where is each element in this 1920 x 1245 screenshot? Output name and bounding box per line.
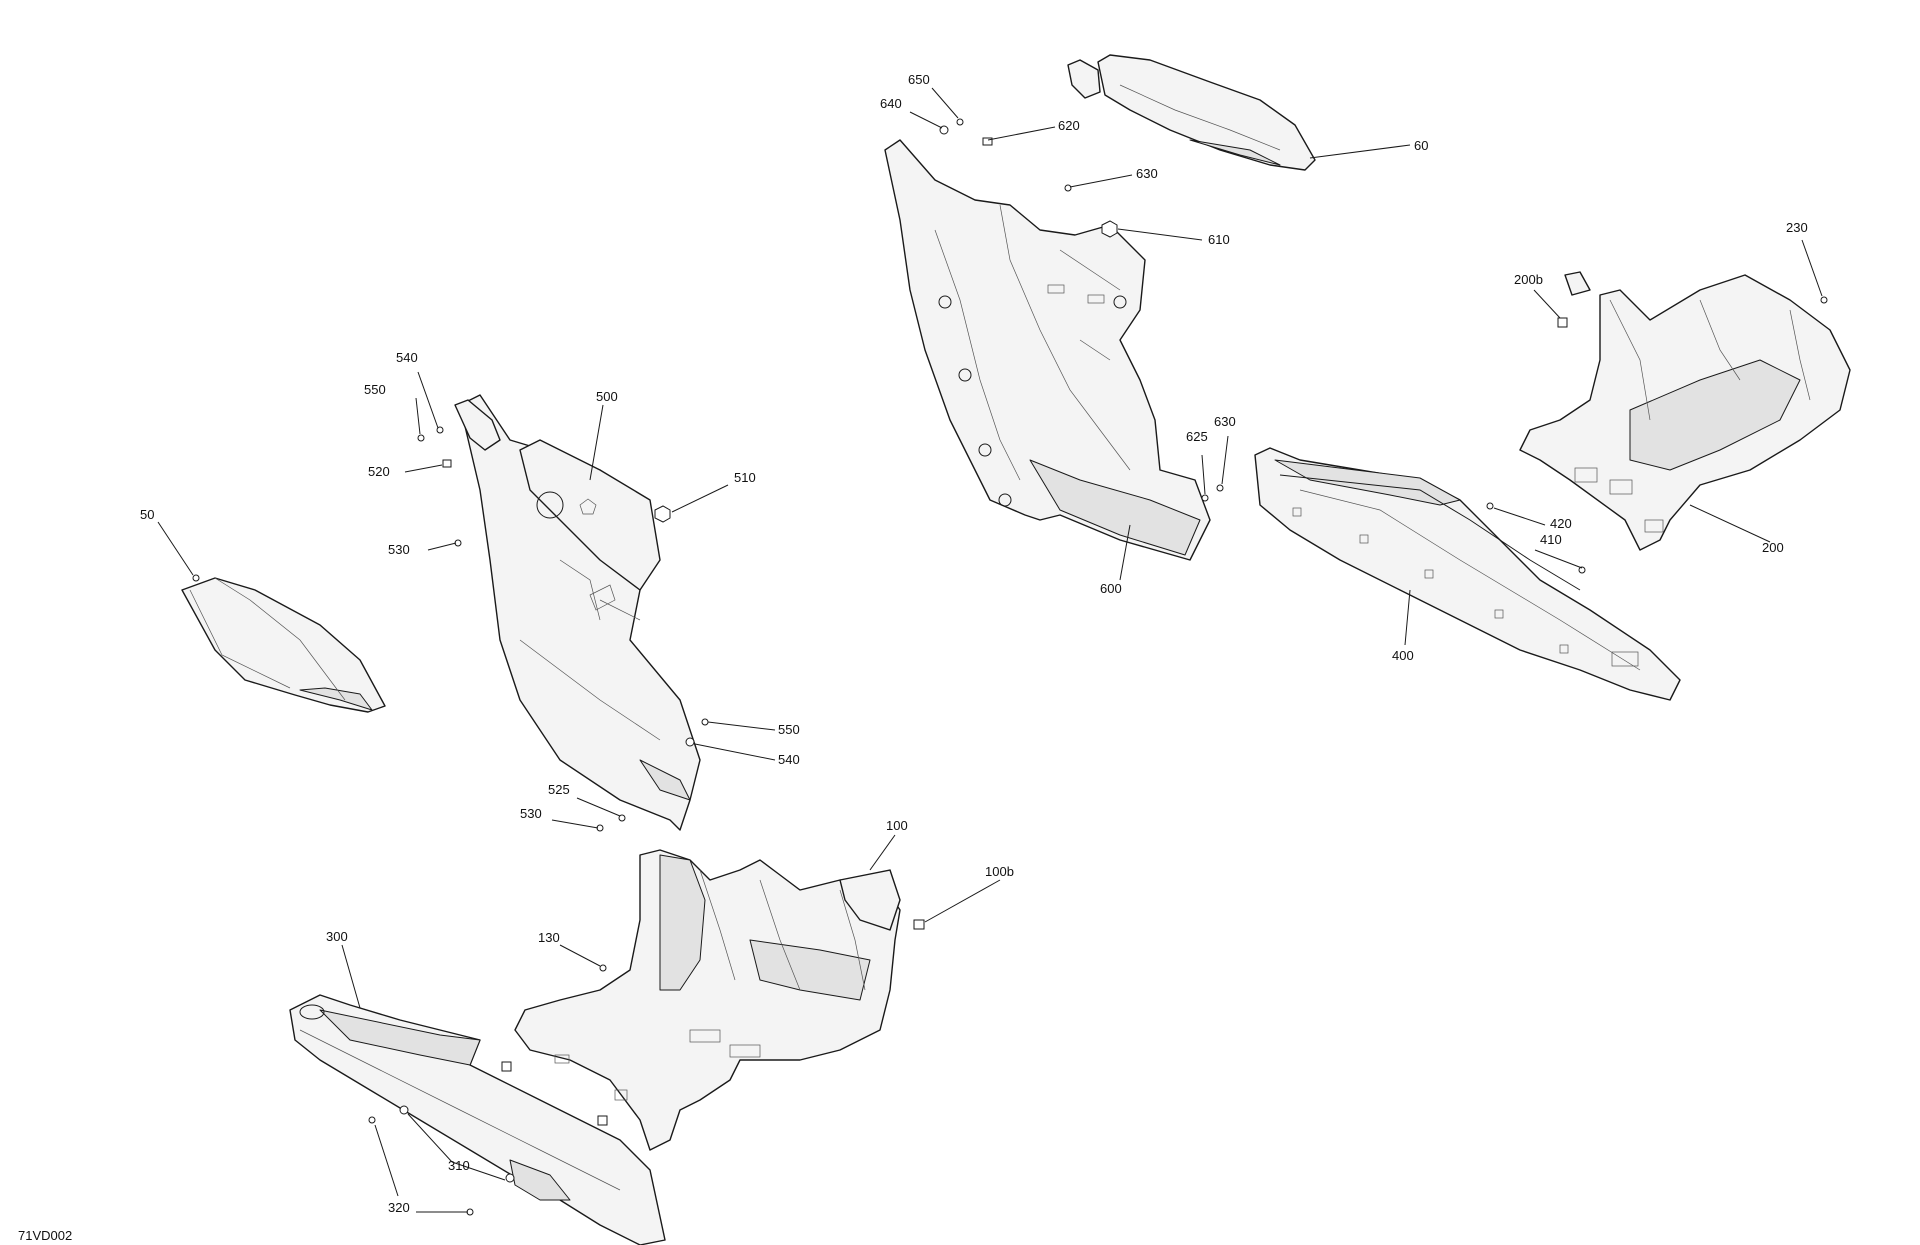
callout-300: 300	[326, 929, 348, 944]
part-500-left-panel	[454, 394, 701, 831]
callout-310: 310	[448, 1158, 470, 1173]
fastener-650	[956, 118, 964, 126]
part-600-center-panel	[884, 139, 1211, 561]
callout-labels: 50 60 100 100b 130 200 200b 230 300 310 …	[140, 72, 1808, 1215]
fastener-130	[599, 964, 607, 972]
part-300-lower-rail	[289, 994, 666, 1245]
fastener-550-a	[417, 434, 425, 442]
fastener-610	[1101, 220, 1118, 238]
callout-530-a: 530	[388, 542, 410, 557]
callout-200b: 200b	[1514, 272, 1543, 287]
callout-230: 230	[1786, 220, 1808, 235]
fastener-310-b	[505, 1173, 515, 1183]
callout-620: 620	[1058, 118, 1080, 133]
callout-610: 610	[1208, 232, 1230, 247]
fastener-520	[442, 459, 452, 468]
fastener-100b-b	[501, 1061, 512, 1072]
part-100-lower-assembly	[514, 849, 901, 1151]
fastener-620	[982, 137, 993, 146]
part-200-right-assembly	[1519, 271, 1851, 551]
callout-420: 420	[1550, 516, 1572, 531]
fastener-630-a	[1064, 184, 1072, 192]
fastener-230	[1820, 296, 1828, 304]
callout-320: 320	[388, 1200, 410, 1215]
callout-530-b: 530	[520, 806, 542, 821]
callout-525: 525	[548, 782, 570, 797]
callout-410: 410	[1540, 532, 1562, 547]
fastener-625	[1201, 494, 1209, 502]
callout-630-b: 630	[1214, 414, 1236, 429]
callout-550-a: 550	[364, 382, 386, 397]
callout-510: 510	[734, 470, 756, 485]
fastener-100b-c	[597, 1115, 608, 1126]
fastener-550-b	[701, 718, 709, 726]
callout-625: 625	[1186, 429, 1208, 444]
fastener-100b-a	[913, 919, 925, 930]
callout-600: 600	[1100, 581, 1122, 596]
part-60-top-trim	[1067, 54, 1316, 171]
callout-540-b: 540	[778, 752, 800, 767]
fastener-410	[1578, 566, 1586, 574]
callout-200: 200	[1762, 540, 1784, 555]
part-400-side-panel	[1254, 447, 1681, 701]
part-50-cover	[181, 574, 386, 713]
fastener-510	[654, 505, 671, 523]
fastener-540-a	[436, 426, 444, 434]
callout-550-b: 550	[778, 722, 800, 737]
callout-650: 650	[908, 72, 930, 87]
callout-520: 520	[368, 464, 390, 479]
leader-lines	[157, 87, 1823, 1213]
callout-100b-a: 100b	[985, 864, 1014, 879]
fastener-630-b	[1216, 484, 1224, 492]
callout-630-a: 630	[1136, 166, 1158, 181]
callout-130: 130	[538, 930, 560, 945]
callout-500: 500	[596, 389, 618, 404]
fastener-540-b	[685, 737, 695, 747]
fasteners	[368, 118, 1828, 1216]
callout-540-a: 540	[396, 350, 418, 365]
fastener-525	[618, 814, 626, 822]
callout-50: 50	[140, 507, 154, 522]
fastener-310-a	[399, 1105, 409, 1115]
fastener-320-a	[368, 1116, 376, 1124]
callout-60: 60	[1414, 138, 1428, 153]
figure-code: 71VD002	[18, 1228, 73, 1243]
callout-100: 100	[886, 818, 908, 833]
callout-400: 400	[1392, 648, 1414, 663]
callout-640: 640	[880, 96, 902, 111]
fastener-420	[1486, 502, 1494, 510]
fastener-200b	[1557, 317, 1568, 328]
